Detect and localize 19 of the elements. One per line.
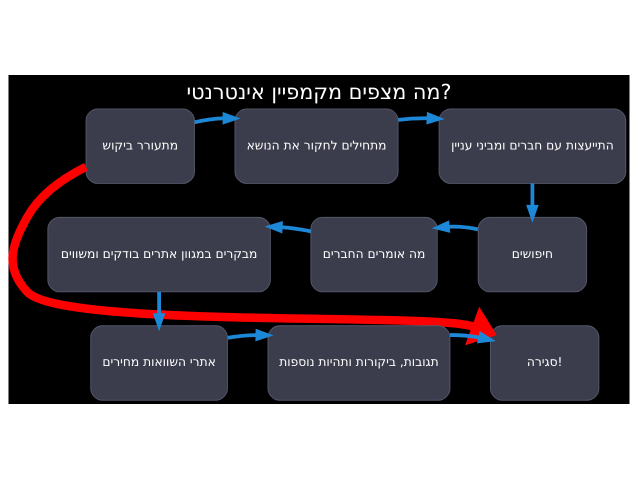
arrow xyxy=(398,112,445,124)
arrow xyxy=(526,183,539,223)
node-box: מתחילים לחקור את הנושא xyxy=(234,108,399,184)
arrow xyxy=(228,328,274,342)
node-box: סגירה! xyxy=(490,325,600,401)
node-box: התייעצות עם חברים ומביני עניין xyxy=(438,108,626,184)
node-box: מתעורר ביקוש xyxy=(86,108,195,184)
node-box: חיפושים xyxy=(478,216,588,292)
arrow xyxy=(450,331,496,344)
arrow xyxy=(8,163,497,346)
node-box: אתרי השוואות מחירים xyxy=(90,325,228,401)
diagram-title: מה מצפים מקמפיין אינטרנטי? xyxy=(186,80,452,104)
node-box: מה אומרים החברים xyxy=(310,216,438,292)
node-box: תגובות, ביקורות ותהיות נוספות xyxy=(268,325,450,401)
node-box: מבקרים במגוון אתרים בודקים ומשווים xyxy=(47,216,271,292)
arrow xyxy=(152,292,166,332)
arrow xyxy=(264,220,312,234)
arrow xyxy=(194,112,241,125)
arrow xyxy=(432,220,478,233)
